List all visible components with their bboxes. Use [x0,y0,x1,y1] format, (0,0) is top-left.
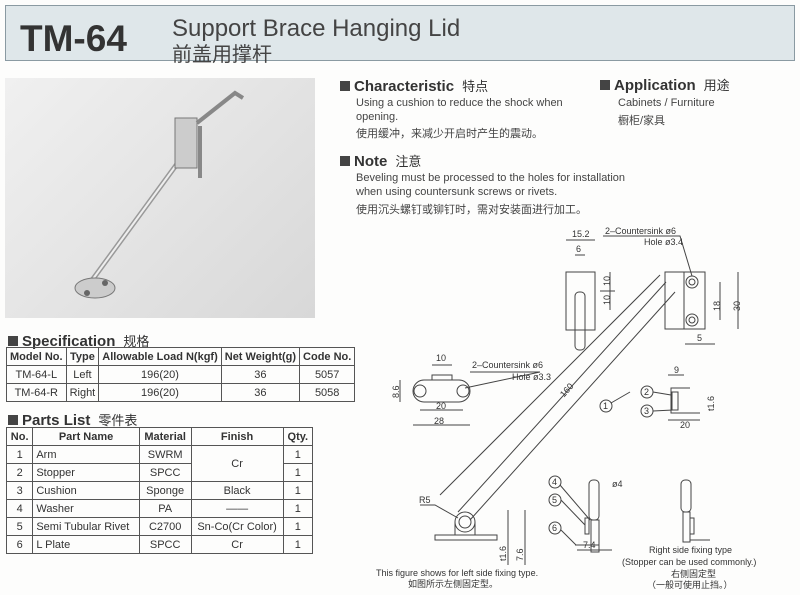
table-cell: SPCC [138,535,192,554]
dimension-label: 20 [680,420,690,430]
table-cell: 196(20) [98,383,222,402]
dimension-label: ø4 [612,479,623,489]
dimension-label: 160 [558,381,575,399]
product-photo [5,78,315,318]
note-text: Beveling must be processed to the holes … [356,172,626,198]
dimension-label: 10 [602,295,612,305]
dimension-label: 5 [697,333,702,343]
table-cell: 5057 [299,365,356,384]
column-header: Part Name [32,427,140,446]
dimension-label: 7.6 [515,548,525,561]
column-header: Qty. [282,427,314,446]
application-text: Cabinets / Furniture [618,97,715,109]
dimension-label: t1.6 [706,396,716,411]
dimension-label: 3 [644,406,649,416]
table-cell: L Plate [32,535,140,554]
column-header: Type [65,347,100,366]
dimension-label: 右侧固定型 [671,568,716,579]
dimension-label: 28 [434,416,444,426]
product-title-cn: 前盖用撑杆 [172,44,272,66]
dimension-label: 15.2 [572,229,590,239]
header-band: TM-64 Support Brace Hanging Lid 前盖用撑杆 [5,5,795,66]
table-cell: 36 [220,383,301,402]
column-header: Finish [190,427,284,446]
dimension-label: Right side fixing type [649,545,732,555]
table-cell: TM-64-R [6,383,67,402]
table-cell: 6 [5,535,34,554]
dimension-label: 如图所示左侧固定型。 [408,578,498,589]
application-text-cn: 橱柜/家具 [618,115,666,127]
dimension-label: t1.6 [498,546,508,561]
dimension-label: This figure shows for left side fixing t… [376,568,538,578]
dimension-label: 6 [552,523,557,533]
dimension-label: 18 [712,301,722,311]
column-header: Model No. [6,347,67,366]
column-header: Code No. [299,347,356,366]
table-cell: 4 [5,499,34,518]
dimension-label: 9 [674,365,679,375]
dimension-label: 20 [436,401,446,411]
dimension-label: 7.4 [583,540,596,550]
dimension-label: 10 [436,353,446,363]
column-header: Allowable Load N(kgf) [98,347,222,366]
dimension-label: 10 [602,276,612,286]
characteristic-text-cn: 使用缓冲，来减少开启时产生的震动。 [356,128,543,140]
dimension-label: 30 [732,301,742,311]
dimension-label: 8.6 [391,385,401,398]
dimension-label: 1 [603,401,608,411]
dimension-label: 6 [576,244,581,254]
dimension-label: 5 [552,495,557,505]
product-title-en: Support Brace Hanging Lid [172,15,461,42]
dimension-label: 2–Countersink ø6 [605,226,676,236]
dimension-label: (Stopper can be used commonly.) [622,557,756,567]
support-brace-image [74,90,245,299]
dimension-label: （一般可使用止挡。） [647,579,733,590]
model-number: TM-64 [20,18,127,59]
note-text-cn: 使用沉头螺钉或铆钉时，需对安装面进行加工。 [356,204,587,216]
table-cell: 5058 [299,383,356,402]
characteristic-text: Using a cushion to reduce the shock when… [356,97,563,123]
dimension-label: 4 [552,477,557,487]
table-cell: Right [65,383,100,402]
dimension-label: 2–Countersink ø6 [472,360,543,370]
table-cell: 1 [282,535,314,554]
dimension-label: Hole ø3.3 [512,372,551,382]
dimension-label: R5 [419,495,431,505]
dimension-label: 2 [644,387,649,397]
dimension-label: Hole ø3.4 [644,237,683,247]
